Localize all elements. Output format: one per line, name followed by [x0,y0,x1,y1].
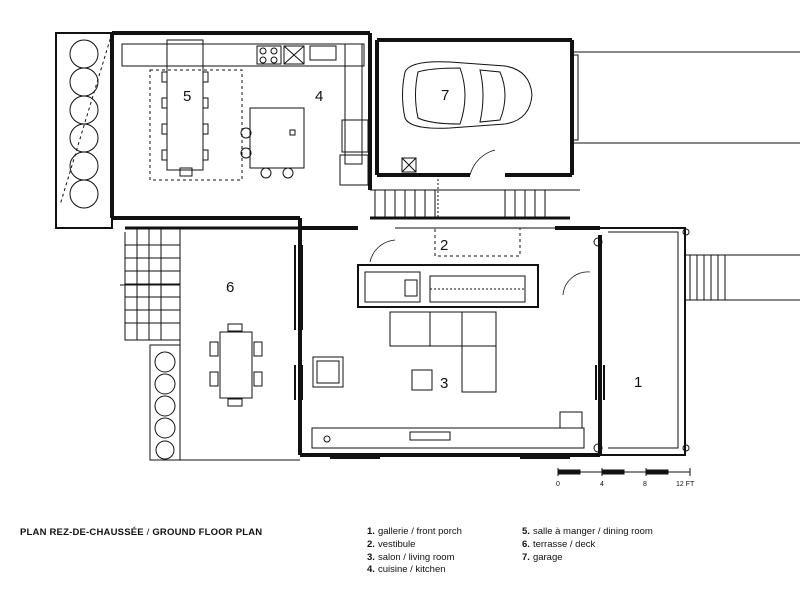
legend-item: 3.salon / living room [367,552,462,565]
legend-item: 6.terrasse / deck [522,539,653,552]
plan-title: PLAN REZ-DE-CHAUSSÉE / GROUND FLOOR PLAN [20,527,262,538]
vestibule [369,227,591,296]
scale-tick-4: 4 [600,481,604,488]
room-label-5: 5 [183,88,191,105]
kitchen-island [240,107,305,179]
legend-item: 7.garage [522,552,653,565]
legend-item: 1.gallerie / front porch [367,526,462,539]
fireplace-bench [311,411,585,449]
legend-column-1: 1.gallerie / front porch 2.vestibule 3.s… [367,526,462,577]
kitchen-counter [121,43,369,186]
sofa [389,311,497,393]
room-label-4: 4 [315,88,323,105]
shrubs-left [69,39,99,209]
legend-column-2: 5.salle à manger / dining room 6.terrass… [522,526,653,564]
legend-label: gallerie / front porch [377,526,462,537]
legend-number: 5. [522,526,530,537]
legend-label: garage [532,551,563,563]
dining-table [161,39,209,177]
scale-bar [557,468,691,476]
kitchen-dining-walls [110,31,372,220]
legend-label: terrasse / deck [532,538,596,550]
legend-label: salon / living room [377,551,455,563]
legend-number: 3. [367,551,375,563]
main-walls [298,218,602,457]
front-porch [593,227,800,456]
deck-table [209,323,263,407]
legend-label: cuisine / kitchen [377,564,446,576]
main-stairs [370,175,580,220]
legend-item: 4.cuisine / kitchen [367,564,462,577]
legend-number: 4. [367,564,375,576]
room-label-3: 3 [440,375,448,392]
legend-item: 5.salle à manger / dining room [522,526,653,539]
legend-label: salle à manger / dining room [532,526,653,537]
legend-label: vestibule [377,538,416,550]
plan-title-main: PLAN REZ-DE-CHAUSSÉE [20,527,144,538]
windows [160,32,605,459]
car-outline [402,61,533,129]
legend-number: 7. [522,551,530,563]
scale-tick-12: 12 FT [676,481,695,488]
scale-tick-0: 0 [556,481,560,488]
legend-number: 1. [367,526,375,537]
room-label-7: 7 [441,87,449,104]
floor-plan: 5 4 7 2 6 3 1 0 4 8 12 FT [55,31,800,488]
plan-title-separator: / [143,527,153,538]
room-label-1: 1 [634,374,642,391]
scale-tick-8: 8 [643,481,647,488]
plan-title-sub: GROUND FLOOR PLAN [152,527,263,538]
closet-bath [357,264,539,308]
legend-item: 2.vestibule [367,539,462,552]
legend-number: 2. [367,538,375,550]
garage-walls [375,38,574,177]
room-label-2: 2 [440,237,448,254]
deck [120,226,300,461]
room-label-6: 6 [226,279,234,296]
legend-number: 6. [522,538,530,550]
